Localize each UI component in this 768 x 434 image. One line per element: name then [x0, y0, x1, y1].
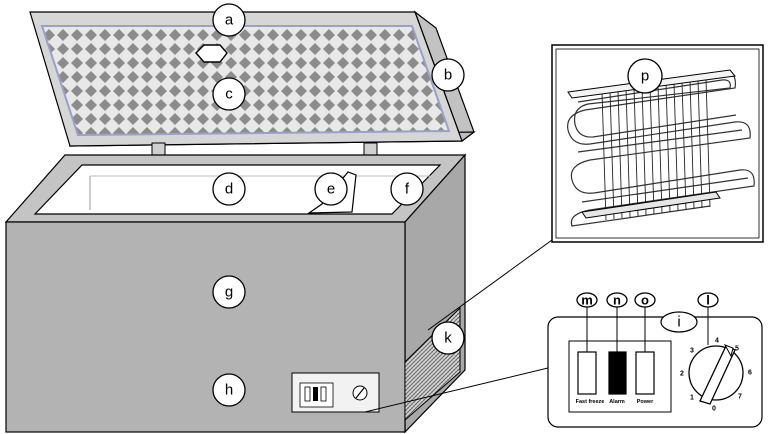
- dial-number-0: 0: [712, 406, 716, 413]
- callout-o: o: [634, 292, 656, 308]
- callout-n: n: [606, 292, 628, 308]
- leader-to-evaporator: [427, 239, 553, 331]
- lid-handle-hexagon: [195, 44, 228, 63]
- leader-lines: [364, 239, 578, 413]
- svg-text:o: o: [641, 293, 649, 308]
- dial-number-6: 6: [748, 370, 752, 377]
- callout-i: i: [660, 311, 698, 333]
- svg-text:b: b: [444, 67, 452, 84]
- callout-m: m: [576, 292, 598, 308]
- callout-e: e: [314, 172, 348, 206]
- callout-h: h: [212, 373, 246, 407]
- callout-a: a: [212, 3, 246, 37]
- control-panel-inset: Fast freeze Alarm Power 0 1 2 3 4 5 6 7: [547, 306, 763, 428]
- svg-text:d: d: [225, 181, 233, 198]
- leader-to-control-panel: [364, 360, 578, 413]
- svg-text:h: h: [225, 382, 233, 399]
- callout-l: l: [697, 292, 719, 308]
- svg-text:a: a: [225, 12, 234, 29]
- callout-k: k: [431, 321, 465, 355]
- alarm-label: Alarm: [609, 399, 625, 405]
- lid-gasket-panel: [40, 25, 451, 137]
- dial-number-5: 5: [735, 346, 739, 353]
- right-hinge: [363, 142, 378, 157]
- callout-g: g: [212, 275, 246, 309]
- thermostat-dial[interactable]: [688, 344, 744, 405]
- svg-text:n: n: [613, 293, 621, 308]
- callout-f: f: [390, 172, 424, 206]
- svg-text:e: e: [327, 181, 335, 198]
- lid: [29, 10, 476, 147]
- dial-number-4: 4: [715, 338, 719, 345]
- callout-b: b: [431, 58, 465, 92]
- svg-text:g: g: [225, 284, 233, 301]
- power-label: Power: [637, 399, 654, 405]
- svg-text:m: m: [581, 293, 593, 308]
- svg-text:k: k: [444, 330, 452, 347]
- power-indicator: [635, 351, 655, 395]
- svg-text:f: f: [405, 181, 410, 198]
- evaporator-inset: [551, 44, 764, 243]
- dial-number-1: 1: [690, 395, 694, 402]
- left-hinge: [151, 142, 166, 157]
- svg-text:c: c: [225, 86, 233, 103]
- dial-number-7: 7: [738, 394, 742, 401]
- cabinet-front: [5, 221, 406, 433]
- svg-text:i: i: [677, 314, 680, 331]
- fast-freeze-switch[interactable]: [577, 351, 597, 395]
- dial-number-3: 3: [690, 348, 694, 355]
- svg-text:p: p: [641, 68, 649, 85]
- dial-number-2: 2: [680, 371, 684, 378]
- callout-p: p: [627, 58, 663, 94]
- callout-d: d: [212, 172, 246, 206]
- callout-c: c: [212, 77, 246, 111]
- svg-text:l: l: [706, 293, 710, 308]
- front-control-panel: [291, 372, 380, 413]
- fast-freeze-label: Fast freeze: [576, 399, 605, 405]
- alarm-indicator: [608, 351, 627, 395]
